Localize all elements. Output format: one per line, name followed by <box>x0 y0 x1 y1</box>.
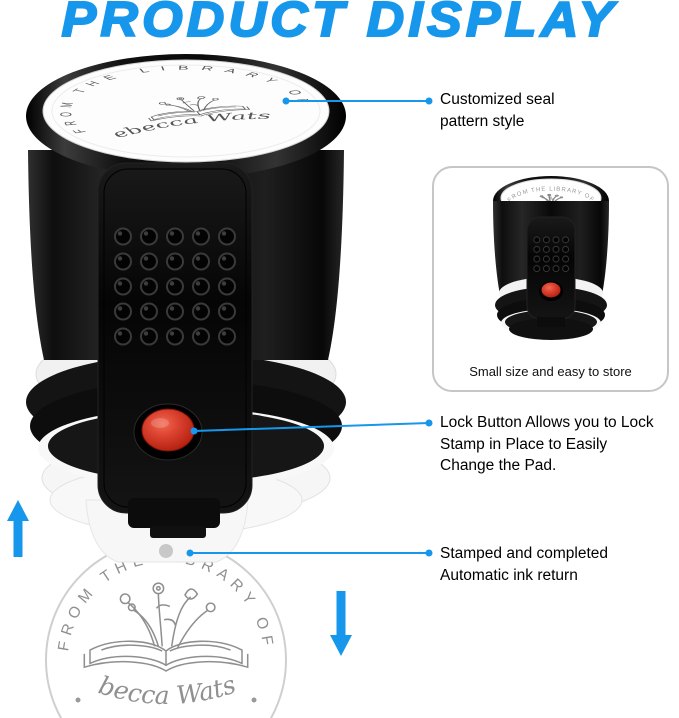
inset-caption: Small size and easy to store <box>469 364 632 379</box>
callout-text-seal-pattern: Customized seal pattern style <box>440 91 555 130</box>
inset-box: FROM THE LIBRARY OF Small size and easy … <box>432 166 669 392</box>
grip-dot-grid <box>110 224 240 348</box>
lock-button[interactable] <box>141 408 195 452</box>
ink-return-hole <box>159 544 173 558</box>
callout-text-lock-button: Lock Button Allows you to Lock Stamp in … <box>440 414 654 475</box>
stamp-handle <box>97 162 253 538</box>
stamp-cap: FROM THE LIBRARY OF Rebecca Watson <box>22 52 346 178</box>
cap-face <box>42 59 330 163</box>
page-title: PRODUCT DISPLAY <box>60 0 618 48</box>
imprint-dot-left <box>75 697 81 703</box>
handle-bottom-tab <box>128 498 220 528</box>
callout-line-dots <box>186 97 433 557</box>
inset-grip-dot-grid <box>531 235 570 274</box>
up-arrow-icon <box>7 500 29 557</box>
inset-stamp-image: FROM THE LIBRARY OF <box>492 176 609 340</box>
down-arrow-icon <box>330 591 352 656</box>
imprint-dot-right <box>251 697 257 703</box>
callout-line-lock <box>193 422 430 432</box>
callout-lines <box>190 100 430 554</box>
inset-lock-button <box>541 282 560 298</box>
callout-text-ink-return: Stamped and completed Automatic ink retu… <box>440 545 609 584</box>
